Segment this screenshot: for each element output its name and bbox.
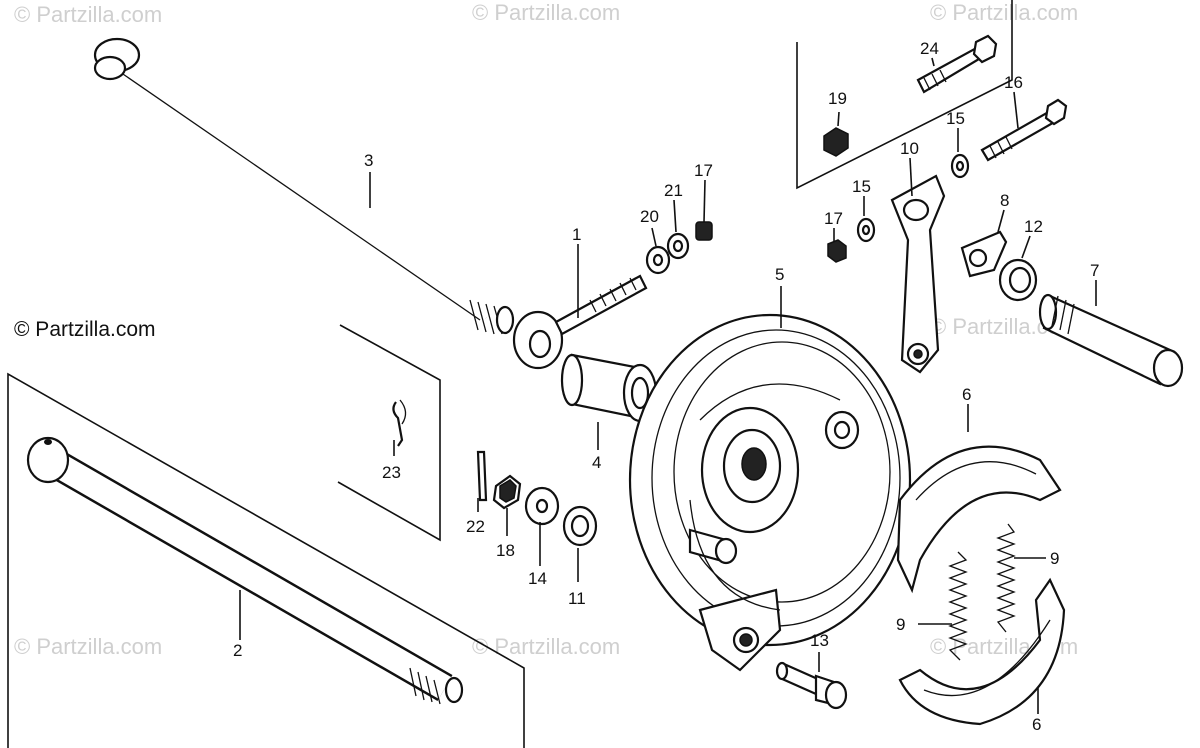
callout-9: 9 [896,615,905,634]
watermark: © Partzilla.com [472,634,621,659]
eye-bolt [512,274,648,370]
washer-15 [856,217,876,243]
nut-19 [823,127,849,157]
callout-22: 22 [466,517,485,536]
callout-5: 5 [775,265,784,284]
nut-17 [827,239,847,263]
washer-20 [645,245,671,275]
washer-11 [562,505,598,547]
watermark: © Partzilla.com [14,634,163,659]
callout-15: 15 [946,109,965,128]
bolt-16 [980,98,1068,162]
callout-17: 17 [824,209,843,228]
nut-18 [492,474,522,510]
washer-14 [524,486,560,526]
callout-21: 21 [664,181,683,200]
brake-shoe-lower [898,577,1066,726]
callouts: 1 2 3 4 5 6 6 7 8 9 9 10 11 12 13 14 15 … [233,39,1099,734]
callout-9: 9 [1050,549,1059,568]
frame-lines [7,0,1013,748]
leader-lines [239,57,1097,714]
callout-19: 19 [828,89,847,108]
axle-lower [26,436,464,705]
wear-indicator-8 [960,230,1008,278]
brake-shoe-upper [896,445,1062,594]
callout-23: 23 [382,463,401,482]
brake-cam [1038,293,1184,388]
callout-20: 20 [640,207,659,226]
washer-15 [950,153,970,179]
callout-13: 13 [810,631,829,650]
callout-16: 16 [1004,73,1023,92]
watermark: © Partzilla.com [14,2,163,27]
bolt-24 [916,34,998,94]
callout-8: 8 [1000,191,1009,210]
watermark: © Partzilla.com [930,0,1079,25]
spring-9-right [996,523,1016,633]
callout-17: 17 [694,161,713,180]
axle-upper [93,37,515,335]
seal-12 [998,258,1038,302]
callout-24: 24 [920,39,939,58]
callout-15: 15 [852,177,871,196]
brake-arm [890,174,946,374]
callout-10: 10 [900,139,919,158]
bolt-13 [775,661,848,710]
callout-2: 2 [233,641,242,660]
watermark: © Partzilla.com [472,0,621,25]
callout-3: 3 [364,151,373,170]
cotter-pin-23 [392,399,407,447]
cotter-pin-22 [476,450,488,502]
callout-1: 1 [572,225,581,244]
collar-sleeve [560,353,658,423]
spring-9-left [948,551,968,661]
copyright-notice: © Partzilla.com [14,318,156,341]
callout-4: 4 [592,453,601,472]
callout-6: 6 [962,385,971,404]
callout-7: 7 [1090,261,1099,280]
callout-14: 14 [528,569,547,588]
callout-11: 11 [568,589,586,608]
callout-12: 12 [1024,217,1043,236]
nut-17 [695,221,713,241]
lock-washer-21 [666,232,690,260]
brake-panel [628,313,912,672]
callout-18: 18 [496,541,515,560]
callout-6: 6 [1032,715,1041,734]
